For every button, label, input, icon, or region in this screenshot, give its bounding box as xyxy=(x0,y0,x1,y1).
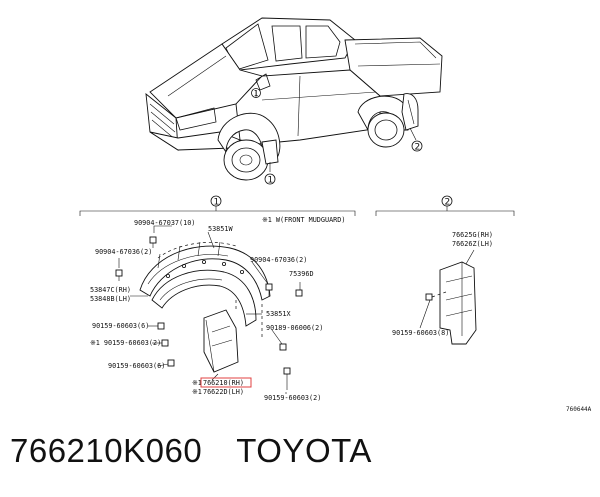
screw-icon xyxy=(283,367,291,390)
callout-two-truck: 2 xyxy=(411,140,423,153)
label-53847c: 53847C(RH) xyxy=(90,286,131,294)
callout-one-truck: 1 xyxy=(264,173,276,186)
label-76626z: 76626Z(LH) xyxy=(452,240,493,248)
part-title: 766210K060 TOYOTA xyxy=(10,432,372,470)
screw-icon xyxy=(161,339,169,347)
label-90159-60603-left: 90159-60603(6) xyxy=(108,362,165,370)
fender-flare-drawing xyxy=(115,225,303,394)
section-bracket-two: 2 xyxy=(375,195,515,216)
rear-mudflap-drawing xyxy=(419,249,477,345)
label-76622d: 76622D(LH) xyxy=(203,388,244,396)
brand-name: TOYOTA xyxy=(236,432,372,469)
screw-icon xyxy=(167,359,175,367)
callout-one-truck-upper: 1 xyxy=(251,88,261,98)
label-90159-60603-2: ※1 90159-60603(2) xyxy=(90,339,161,347)
svg-text:2: 2 xyxy=(445,198,451,208)
label-90159-60603-6: 90159-60603(6) xyxy=(92,322,149,330)
label-90904-67036-right: 90904-67036(2) xyxy=(250,256,307,264)
highlight-box xyxy=(200,377,252,388)
screw-icon xyxy=(425,293,433,301)
section-bracket-one: 1 xyxy=(79,195,356,216)
label-76621d: 766210(RH) xyxy=(203,379,244,387)
screw-icon xyxy=(157,322,165,330)
label-53848b: 53848B(LH) xyxy=(90,295,131,303)
truck-drawing xyxy=(145,17,443,181)
svg-text:1: 1 xyxy=(268,176,274,186)
part-labels: 90904-67037(10) ※1 W(FRONT MUDGUARD) 538… xyxy=(90,216,592,413)
svg-text:1: 1 xyxy=(214,198,220,208)
bolt-icon xyxy=(265,283,273,296)
label-90159-60603-bottom: 90159-60603(2) xyxy=(264,394,321,402)
label-90904-67036-left: 90904-67036(2) xyxy=(95,248,152,256)
nut-icon xyxy=(279,343,287,351)
clip-icon xyxy=(149,236,157,248)
label-53851x: 53851X xyxy=(266,310,291,318)
svg-text:1: 1 xyxy=(254,89,259,98)
figure-code: 760644A xyxy=(566,406,592,413)
svg-text:2: 2 xyxy=(415,143,421,153)
label-star-lh: ※1 xyxy=(192,388,202,396)
label-90189-06006: 90189-06006(2) xyxy=(266,324,323,332)
part-number: 766210K060 xyxy=(10,432,203,469)
label-75396d: 75396D xyxy=(289,270,314,278)
label-90159-60603-8: 90159-60603(8) xyxy=(392,329,449,337)
label-star-rh: ※1 xyxy=(192,379,202,387)
label-76625g: 76625G(RH) xyxy=(452,231,493,239)
clip-icon xyxy=(295,289,303,297)
label-53851w: 53851W xyxy=(208,225,233,233)
label-90904-67037: 90904-67037(10) xyxy=(134,219,195,227)
label-note-front: ※1 W(FRONT MUDGUARD) xyxy=(262,216,345,224)
clip-icon xyxy=(115,269,123,281)
